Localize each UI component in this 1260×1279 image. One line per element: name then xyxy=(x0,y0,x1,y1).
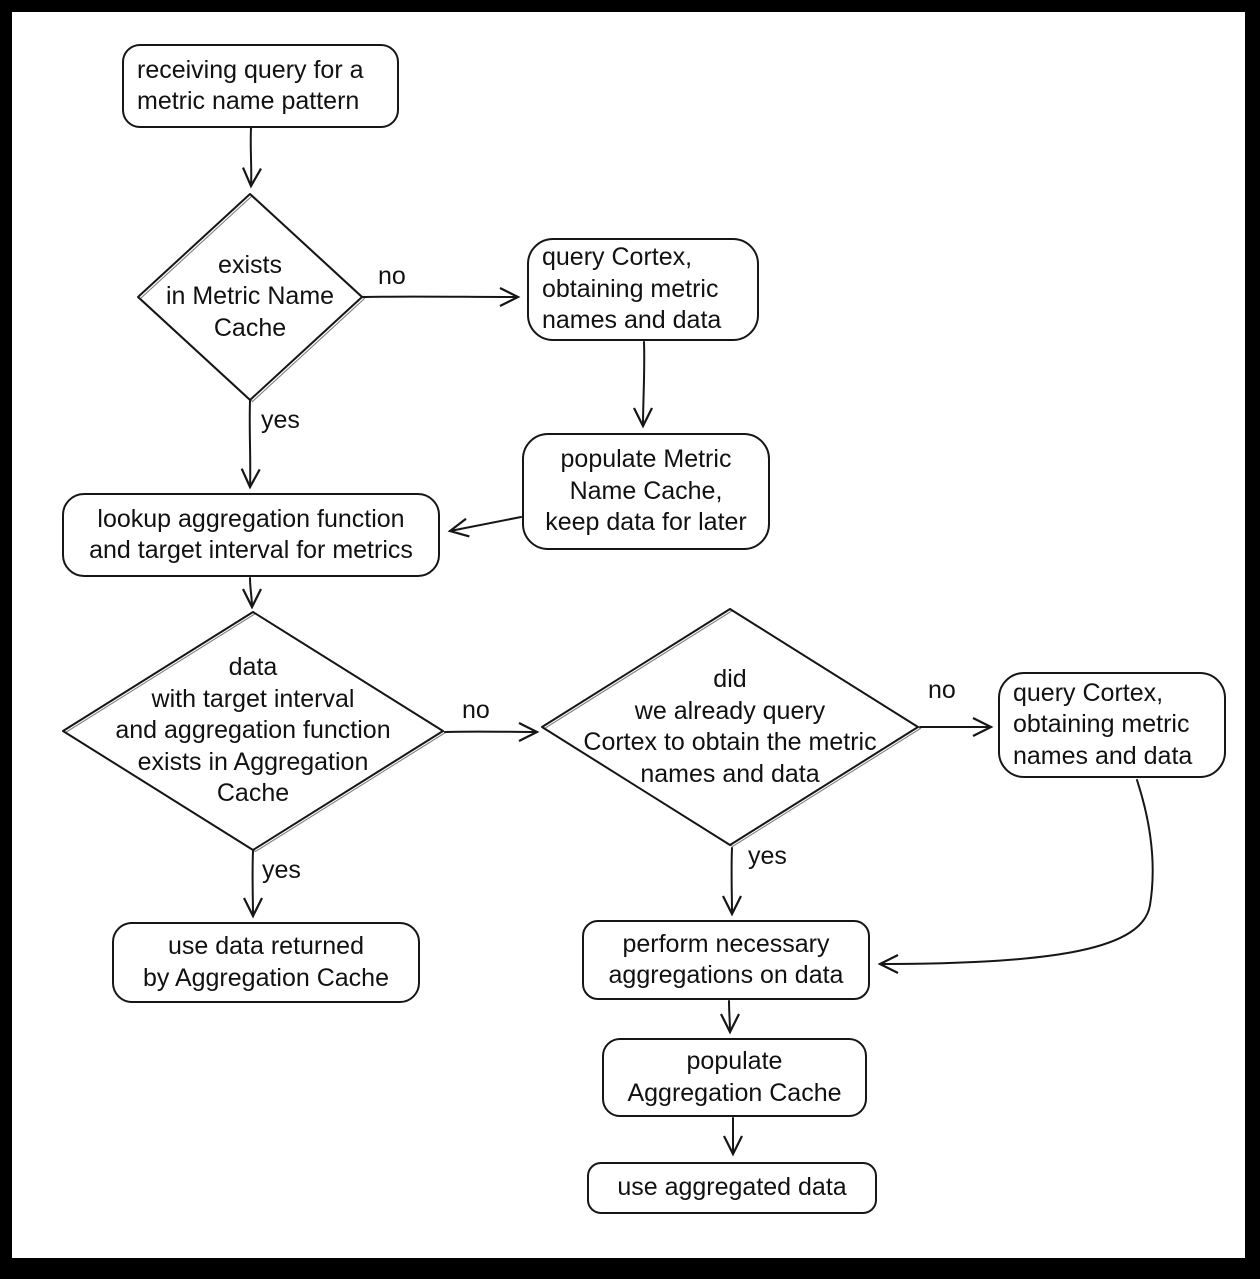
node-use-data-returned: use data returned by Aggregation Cache xyxy=(112,922,420,1003)
label-did-we-already-query: did we already query Cortex to obtain th… xyxy=(583,665,877,788)
node-perform-aggregations: perform necessary aggregations on data xyxy=(582,920,870,1000)
node-receiving-query: receiving query for a metric name patter… xyxy=(122,44,399,128)
node-query-cortex-right: query Cortex, obtaining metric names and… xyxy=(998,672,1226,778)
node-lookup-aggregation: lookup aggregation function and target i… xyxy=(62,493,440,577)
edge-label-no-data-exists: no xyxy=(462,696,490,724)
node-populate-metric-name-cache: populate Metric Name Cache, keep data fo… xyxy=(522,433,770,550)
edge-label-no-did-we: no xyxy=(928,676,956,704)
edge-label-yes-data-exists: yes xyxy=(262,856,301,884)
edge-label-yes-exists: yes xyxy=(261,406,300,434)
edge-label-yes-did-we: yes xyxy=(748,842,787,870)
node-populate-aggregation-cache: populate Aggregation Cache xyxy=(602,1038,867,1117)
node-use-aggregated-data: use aggregated data xyxy=(587,1162,877,1214)
node-query-cortex-top: query Cortex, obtaining metric names and… xyxy=(527,238,759,341)
label-exists-in-metric-name-cache: exists in Metric Name Cache xyxy=(165,250,335,342)
label-data-exists-in-aggregation-cache: data with target interval and aggregatio… xyxy=(115,653,391,808)
edge-label-no-exists: no xyxy=(378,262,406,290)
